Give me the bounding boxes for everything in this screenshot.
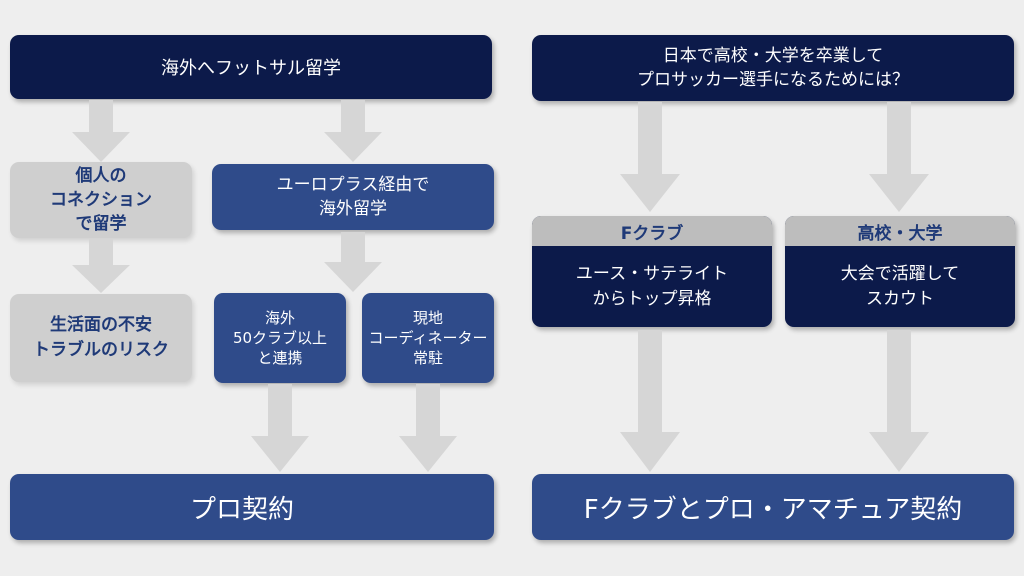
down-arrow: [620, 102, 680, 212]
down-arrow: [869, 102, 929, 212]
personal-connection-box: 個人の コネクション で留学: [10, 162, 192, 238]
down-arrow: [399, 384, 457, 472]
clubs-partnership-box: 海外 50クラブ以上 と連携: [214, 293, 346, 383]
europlus-box: ユーロプラス経由で 海外留学: [212, 164, 494, 230]
coordinator-box: 現地 コーディネーター 常駐: [362, 293, 494, 383]
left-header: 海外へフットサル留学: [10, 35, 492, 99]
school-card-title: 高校・大学: [785, 216, 1015, 246]
down-arrow: [251, 384, 309, 472]
right-header: 日本で高校・大学を卒業して プロサッカー選手になるためには？: [532, 35, 1014, 101]
school-card-body: 大会で活躍して スカウト: [840, 263, 960, 309]
down-arrow: [72, 100, 130, 162]
risk-box: 生活面の不安 トラブルのリスク: [10, 294, 192, 382]
down-arrow: [324, 232, 382, 292]
fclub-card-body: ユース・サテライト からトップ昇格: [575, 263, 729, 309]
school-card: 高校・大学 大会で活躍して スカウト: [785, 216, 1015, 327]
down-arrow: [869, 330, 929, 472]
down-arrow: [620, 330, 680, 472]
fclub-contract-box: Fクラブとプロ・アマチュア契約: [532, 474, 1014, 540]
fclub-card: Fクラブ ユース・サテライト からトップ昇格: [532, 216, 772, 327]
pro-contract-box: プロ契約: [10, 474, 494, 540]
down-arrow: [72, 239, 130, 293]
fclub-card-title: Fクラブ: [532, 216, 772, 246]
down-arrow: [324, 100, 382, 162]
